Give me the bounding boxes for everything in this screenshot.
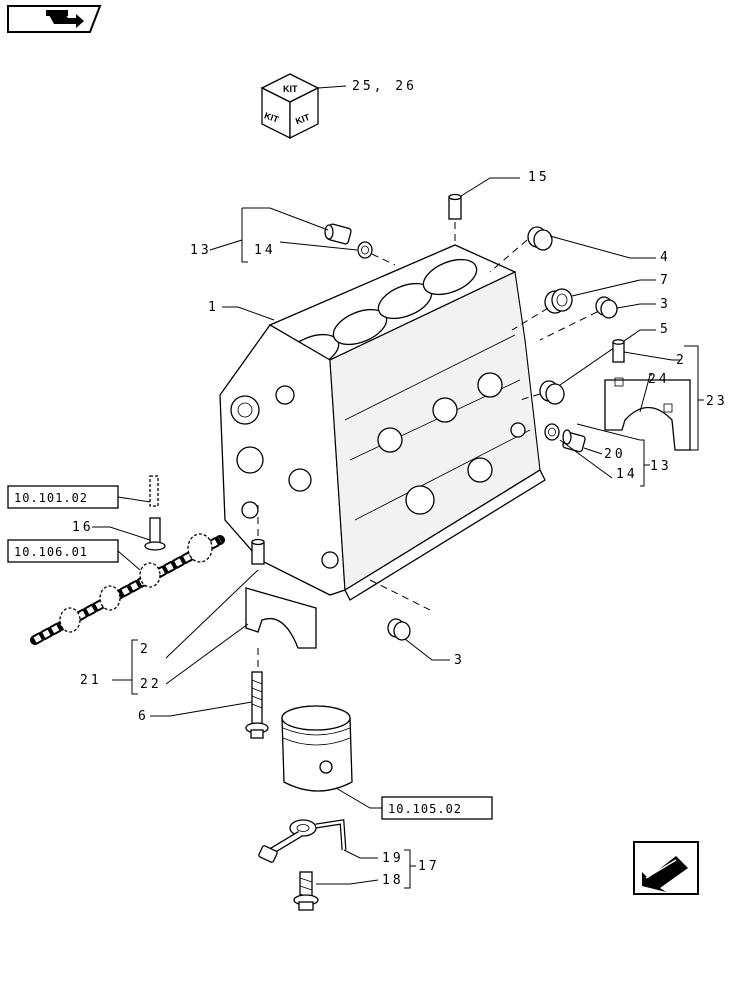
bearing-cap-22 [245,587,317,649]
callout-3-upper[interactable]: 3 [660,297,671,312]
washer-14 [357,241,373,259]
ref-box-10-105-02[interactable] [381,796,493,820]
oil-jet-19 [258,819,347,863]
piston [281,705,353,792]
callout-6[interactable]: 6 [138,709,149,724]
callout-25-26[interactable]: 25, 26 [352,79,417,94]
callout-5[interactable]: 5 [660,322,671,337]
bolt-6 [245,671,269,739]
callout-15[interactable]: 15 [528,170,550,185]
dowel-15 [448,193,462,220]
plug-3-lower [387,618,411,641]
bolt-16 [144,517,166,551]
plug-13 [324,223,352,245]
callout-22[interactable]: 22 [140,677,162,692]
kit-label-right: KIT [294,112,312,127]
bushing-7 [544,288,573,314]
callout-3-lower[interactable]: 3 [454,653,465,668]
callout-13-top[interactable]: 13 [190,243,212,258]
callout-2-right[interactable]: 2 [676,353,687,368]
callout-23[interactable]: 23 [706,394,728,409]
ref-10-106-01[interactable]: 10.106.01 [14,545,88,559]
callout-18[interactable]: 18 [382,873,404,888]
pin-upper [149,475,159,507]
callout-14-top[interactable]: 14 [254,243,276,258]
kit-label-left: KIT [263,110,281,125]
dowel-2-right [612,339,625,363]
callout-7[interactable]: 7 [660,273,671,288]
callout-24[interactable]: 24 [648,372,670,387]
bearing-cap-24 [604,377,691,451]
next-page-arrow-icon[interactable] [633,841,699,895]
callout-14-right[interactable]: 14 [616,467,638,482]
callout-17[interactable]: 17 [418,859,440,874]
ref-10-101-02[interactable]: 10.101.02 [14,491,88,505]
callout-21[interactable]: 21 [80,673,102,688]
ref-10-105-02[interactable]: 10.105.02 [388,802,462,816]
callout-19[interactable]: 19 [382,851,404,866]
callout-4[interactable]: 4 [660,250,671,265]
plug-5 [539,380,565,405]
kit-label-top: KIT [283,84,298,94]
bolt-18 [293,871,319,911]
plug-4 [527,226,553,251]
callout-16[interactable]: 16 [72,520,94,535]
callout-20[interactable]: 20 [604,447,626,462]
callout-13-right[interactable]: 13 [650,459,672,474]
camshaft [30,533,225,645]
dowel-2-left [251,538,265,565]
plug-20 [562,429,586,453]
callout-1[interactable]: 1 [208,300,219,315]
callout-2-left[interactable]: 2 [140,642,151,657]
kit-cube-icon: KIT KIT KIT [260,73,320,140]
plug-3-upper [595,296,618,319]
book-arrow-icon[interactable] [7,5,102,33]
engine-block [219,244,546,601]
washer-14-right [544,423,560,441]
